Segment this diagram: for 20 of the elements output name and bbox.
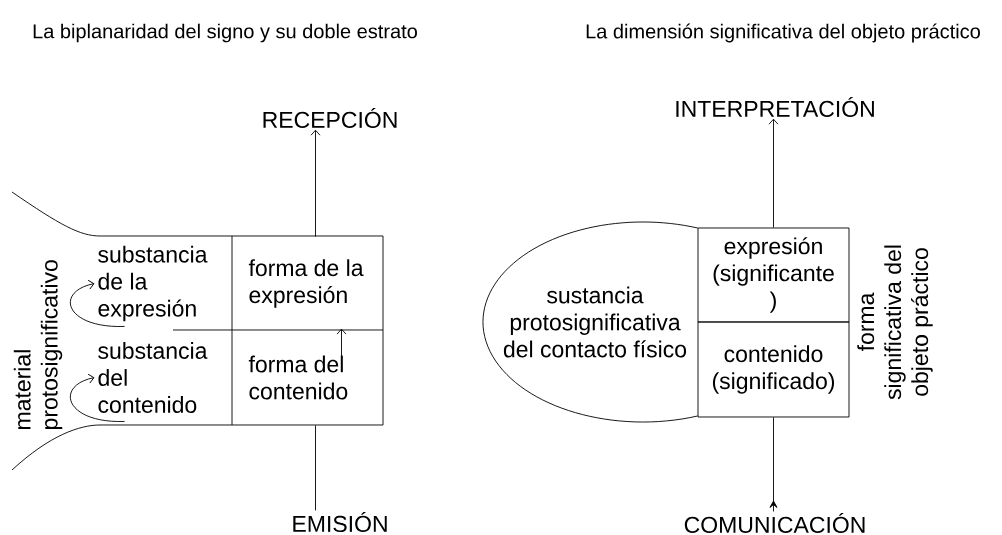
arrow [769, 417, 778, 512]
table-cell: contenido (significado) [697, 321, 850, 418]
arrow [336, 328, 347, 358]
caption-text: COMUNICACIÓN [684, 512, 865, 534]
arrow [69, 373, 125, 422]
arrow [69, 279, 125, 327]
caption-text: INTERPRETACIÓN [676, 96, 874, 118]
table-cell: substancia de la expresión [98, 245, 208, 322]
table-cell: forma del contenido [248, 355, 348, 400]
rotated-label: forma significativa del objeto práctico [857, 245, 933, 400]
caption-text: RECEPCIÓN [263, 107, 397, 129]
table-cell: expresión (significante ) [697, 227, 850, 323]
rotated-label: material protosignificativo [13, 260, 63, 429]
caption-text: EMISIÓN [293, 511, 387, 533]
arrow [310, 129, 321, 237]
table-cell: substancia del contenido [98, 342, 208, 413]
table-cell: forma de la expresión [248, 259, 364, 308]
arrow [768, 118, 779, 228]
panel-title: La dimensión significativa del objeto práctico [586, 23, 980, 43]
panel-title: La biplanaridad del signo y su doble estrato [33, 23, 417, 43]
